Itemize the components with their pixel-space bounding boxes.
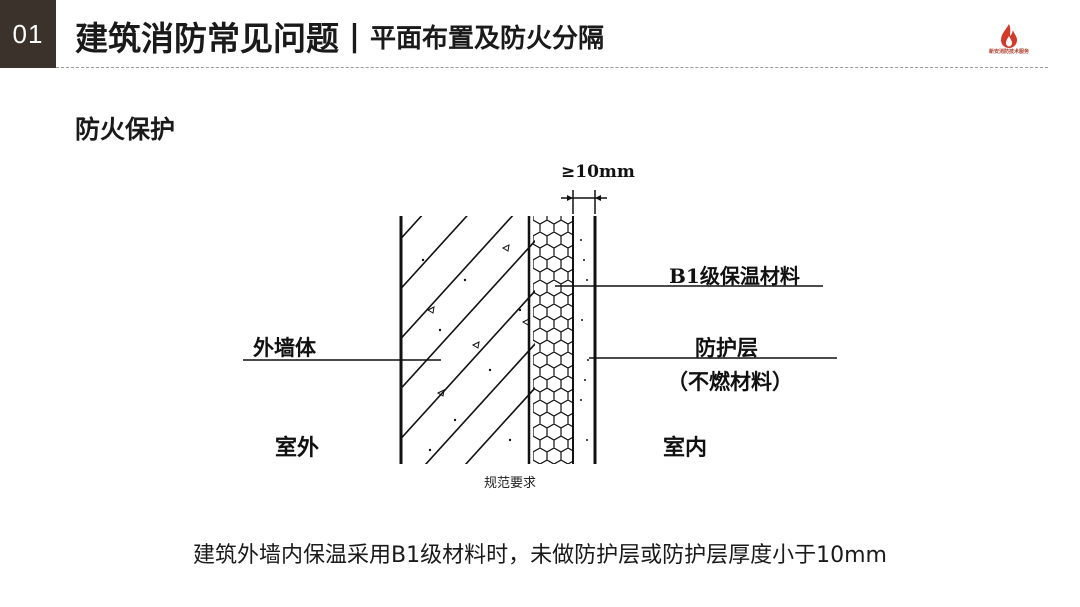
brand-logo: 新安消防技术服务 [975, 22, 1043, 60]
wall-section-drawing [243, 190, 837, 464]
flame-icon [1001, 24, 1017, 48]
label-b1-insulation: B1级保温材料 [669, 264, 800, 288]
page-title: 建筑消防常见问题 [75, 19, 339, 58]
dimension-label: ≥10mm [561, 162, 635, 182]
label-indoor: 室内 [663, 435, 708, 461]
label-protective-layer: 防护层 [695, 335, 758, 360]
title-separator: | [349, 18, 360, 54]
label-outer-wall: 外墙体 [253, 335, 316, 360]
label-outdoor: 室外 [275, 435, 320, 461]
header-divider [56, 67, 1048, 68]
diagram-caption: 规范要求 [484, 475, 537, 490]
page-title-row: 建筑消防常见问题 | 平面布置及防火分隔 [75, 10, 604, 62]
section-number: 01 [12, 18, 44, 49]
footer-description: 建筑外墙内保温采用B1级材料时，未做防护层或防护层厚度小于10mm [193, 543, 887, 568]
section-number-badge: 01 [0, 0, 56, 68]
label-noncombustible: （不燃材料） [667, 369, 793, 394]
wall-insulation-diagram: ≥10mm 外墙体 B1级保温材料 防护层 （不燃材料） 室外 室内 [225, 160, 860, 490]
page-subtitle: 平面布置及防火分隔 [369, 23, 604, 54]
logo-text: 新安消防技术服务 [988, 49, 1029, 55]
section-title: 防火保护 [75, 115, 176, 144]
